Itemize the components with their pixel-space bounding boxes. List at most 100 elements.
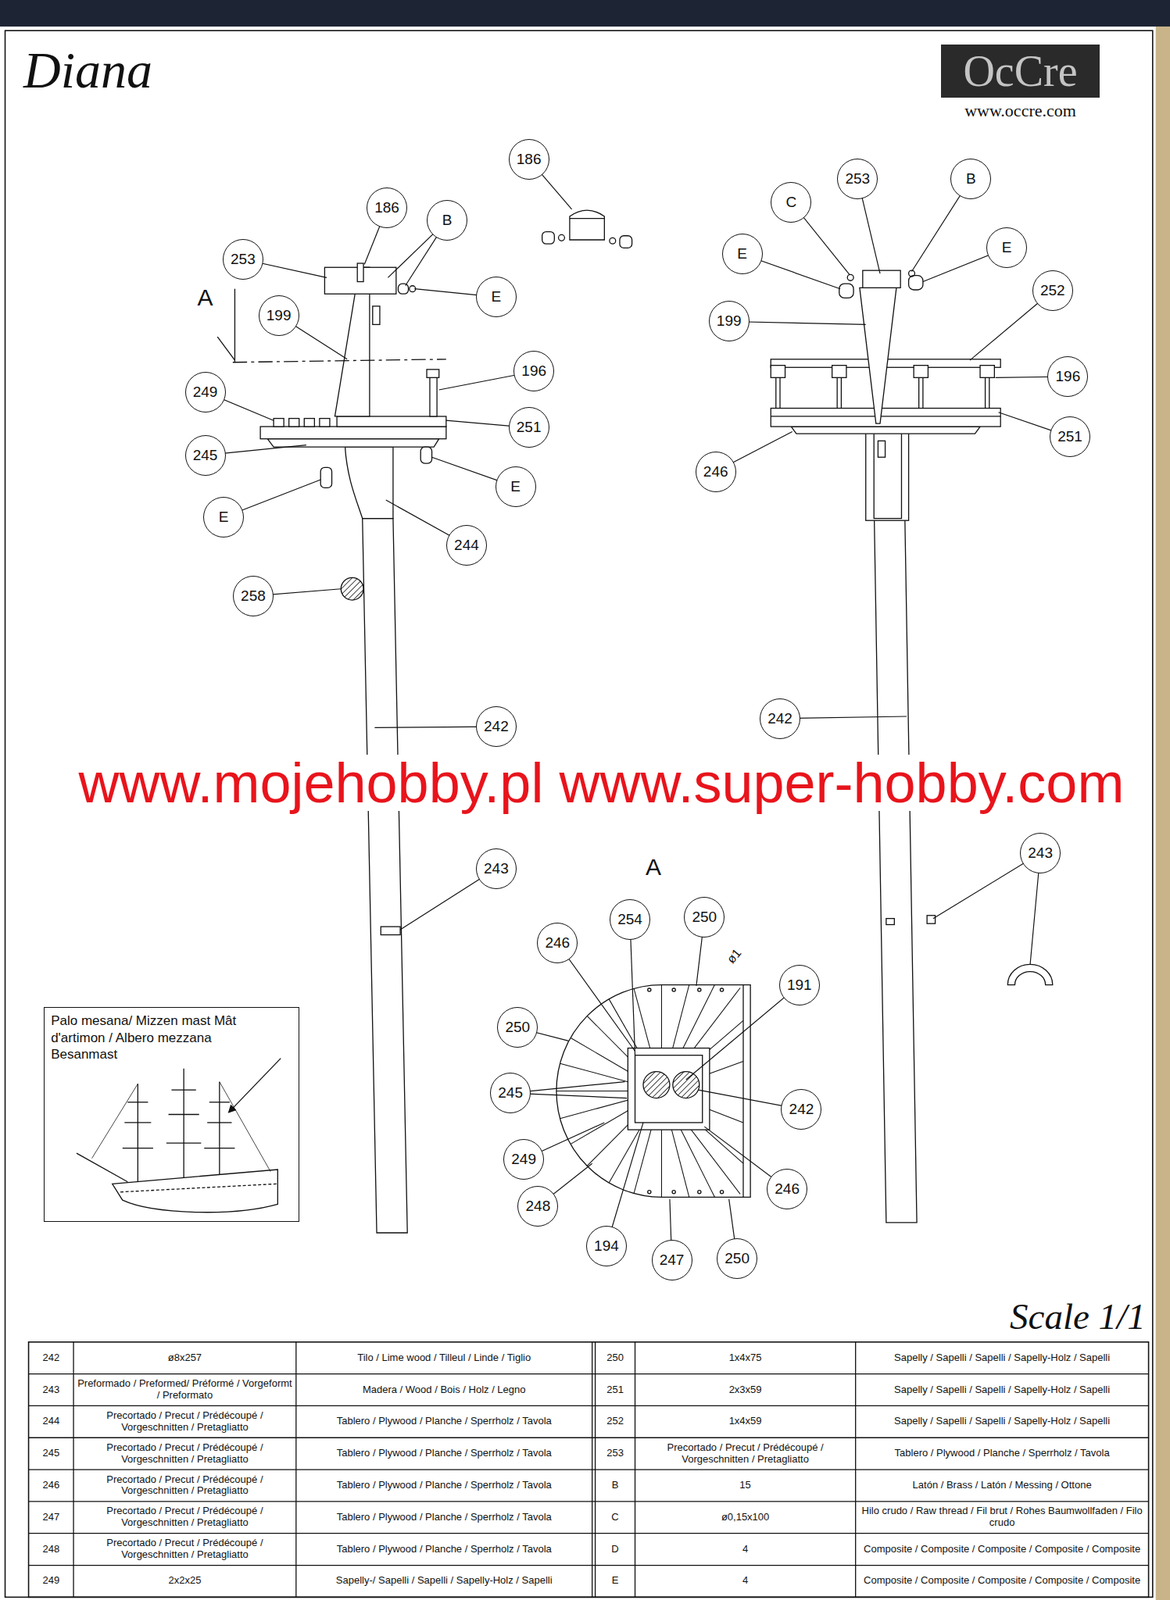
- callout-number: 258: [232, 576, 274, 617]
- table-cell: Precortado / Precut / Prédécoupé / Vorge…: [636, 1438, 856, 1470]
- dimension: ø1: [724, 946, 745, 967]
- table-cell: 4: [636, 1534, 856, 1566]
- table-cell: 244: [29, 1406, 73, 1438]
- callout-number: 253: [837, 158, 878, 200]
- table-cell: B: [596, 1470, 635, 1502]
- callout-number: E: [475, 276, 517, 318]
- callout-number: 245: [490, 1073, 531, 1114]
- table-cell: Sapelly / Sapelli / Sapelli / Sapelly-Ho…: [856, 1343, 1149, 1374]
- table-cell: 249: [29, 1567, 73, 1598]
- callout-text: E: [510, 478, 521, 496]
- callout-text: 249: [511, 1151, 537, 1169]
- callout-number: 251: [508, 407, 550, 448]
- callout-text: 250: [691, 908, 717, 927]
- callout-text: 199: [716, 312, 742, 330]
- callout-number: 249: [503, 1139, 544, 1181]
- logo-box: OcCrewww.occre.com: [941, 44, 1100, 98]
- sheet-title: Diana: [23, 40, 153, 101]
- table-text: 247: [42, 1512, 60, 1525]
- table-cell: Precortado / Precut / Prédécoupé / Vorge…: [74, 1534, 296, 1566]
- callout-number: 199: [258, 295, 300, 337]
- table-text: Tablero / Plywood / Planche / Sperrholz …: [336, 1544, 552, 1557]
- table-cell: 247: [29, 1502, 73, 1534]
- table-text: 242: [42, 1352, 60, 1365]
- callout-text: B: [442, 211, 453, 229]
- callout-text: 252: [1040, 282, 1066, 300]
- callout-number: 199: [708, 300, 750, 342]
- callout-text: E: [491, 288, 502, 306]
- table-text: 250: [606, 1352, 624, 1365]
- callout-text: 199: [266, 307, 292, 325]
- callout-text: 191: [787, 976, 813, 995]
- table-cell: 1x4x59: [636, 1406, 856, 1438]
- callout-number: 248: [517, 1186, 559, 1228]
- table-cell: Precortado / Precut / Prédécoupé / Vorge…: [74, 1502, 296, 1534]
- table-cell: Sapelly-/ Sapelli / Sapelli / Sapelly-Ho…: [296, 1567, 592, 1598]
- callout-number: 250: [683, 897, 725, 938]
- callout-text: 251: [1057, 428, 1083, 446]
- callout-number: 251: [1049, 416, 1091, 458]
- table-cell: Preformado / Preformed/ Préformé / Vorge…: [74, 1375, 296, 1407]
- callout-number: 196: [1047, 356, 1088, 398]
- table-cell: 248: [29, 1534, 73, 1566]
- table-cell: C: [596, 1502, 635, 1534]
- table-cell: 4: [636, 1567, 856, 1598]
- table-text: Sapelly / Sapelli / Sapelli / Sapelly-Ho…: [894, 1352, 1110, 1365]
- logo-url: www.occre.com: [964, 100, 1077, 122]
- callout-number: E: [203, 497, 244, 538]
- callout-text: 242: [789, 1101, 815, 1119]
- table-text: 4: [742, 1575, 748, 1588]
- callout-number: 244: [446, 525, 487, 566]
- table-text: 4: [742, 1544, 748, 1557]
- callout-number: 242: [759, 698, 801, 740]
- inset-box: Palo mesana/ Mizzen mast Mât d'artimon /…: [43, 1007, 300, 1222]
- callout-text: 253: [230, 250, 256, 269]
- callout-number: 191: [779, 965, 820, 1006]
- callout-text: E: [1001, 239, 1013, 257]
- callout-text: 254: [617, 911, 643, 929]
- table-cell: 253: [596, 1438, 635, 1470]
- callout-number: E: [986, 227, 1027, 269]
- callout-text: B: [966, 170, 977, 188]
- table-text: 2x3x59: [729, 1384, 763, 1397]
- table-cell: Composite / Composite / Composite / Comp…: [856, 1534, 1149, 1566]
- table-text: Precortado / Precut / Prédécoupé / Vorge…: [639, 1442, 852, 1467]
- table-text: ø8x257: [168, 1352, 202, 1365]
- table-text: Precortado / Precut / Prédécoupé / Vorge…: [77, 1410, 293, 1435]
- table-cell: Latón / Brass / Latón / Messing / Ottone: [856, 1470, 1149, 1502]
- detail-heading: A: [645, 854, 662, 881]
- callout-text: 244: [454, 536, 480, 555]
- callout-number: 250: [716, 1238, 758, 1280]
- table-text: 243: [42, 1384, 60, 1397]
- table-cell: 2x2x25: [74, 1567, 296, 1598]
- table-text: 245: [42, 1448, 60, 1460]
- table-text: Precortado / Precut / Prédécoupé / Vorge…: [77, 1474, 293, 1499]
- table-text: B: [611, 1480, 619, 1493]
- callout-text: E: [218, 508, 229, 526]
- table-cell: E: [596, 1567, 635, 1598]
- table-cell: 252: [596, 1406, 635, 1438]
- callout-text: 258: [240, 587, 266, 605]
- table-text: Sapelly / Sapelli / Sapelli / Sapelly-Ho…: [894, 1416, 1110, 1428]
- callout-text: 196: [521, 362, 547, 380]
- table-text: Tilo / Lime wood / Tilleul / Linde / Tig…: [357, 1352, 531, 1365]
- table-cell: 250: [596, 1343, 635, 1374]
- table-text: Tablero / Plywood / Planche / Sperrholz …: [894, 1448, 1110, 1460]
- table-cell: ø8x257: [74, 1343, 296, 1374]
- table-text: Composite / Composite / Composite / Comp…: [863, 1544, 1141, 1557]
- callout-number: B: [950, 158, 992, 200]
- table-text: 253: [606, 1448, 624, 1460]
- table-cell: 243: [29, 1375, 73, 1407]
- table-cell: Tablero / Plywood / Planche / Sperrholz …: [296, 1470, 592, 1502]
- table-text: 251: [606, 1384, 624, 1397]
- table-text: 1x4x75: [729, 1352, 763, 1365]
- callout-number: 250: [497, 1007, 538, 1049]
- table-cell: Precortado / Precut / Prédécoupé / Vorge…: [74, 1406, 296, 1438]
- callout-text: 250: [724, 1250, 750, 1268]
- callout-text: 243: [1027, 844, 1053, 863]
- callout-number: 243: [475, 848, 517, 890]
- inset-caption: Palo mesana/ Mizzen mast Mât d'artimon /…: [50, 1012, 270, 1063]
- table-text: 248: [42, 1544, 60, 1557]
- callout-number: E: [495, 466, 537, 508]
